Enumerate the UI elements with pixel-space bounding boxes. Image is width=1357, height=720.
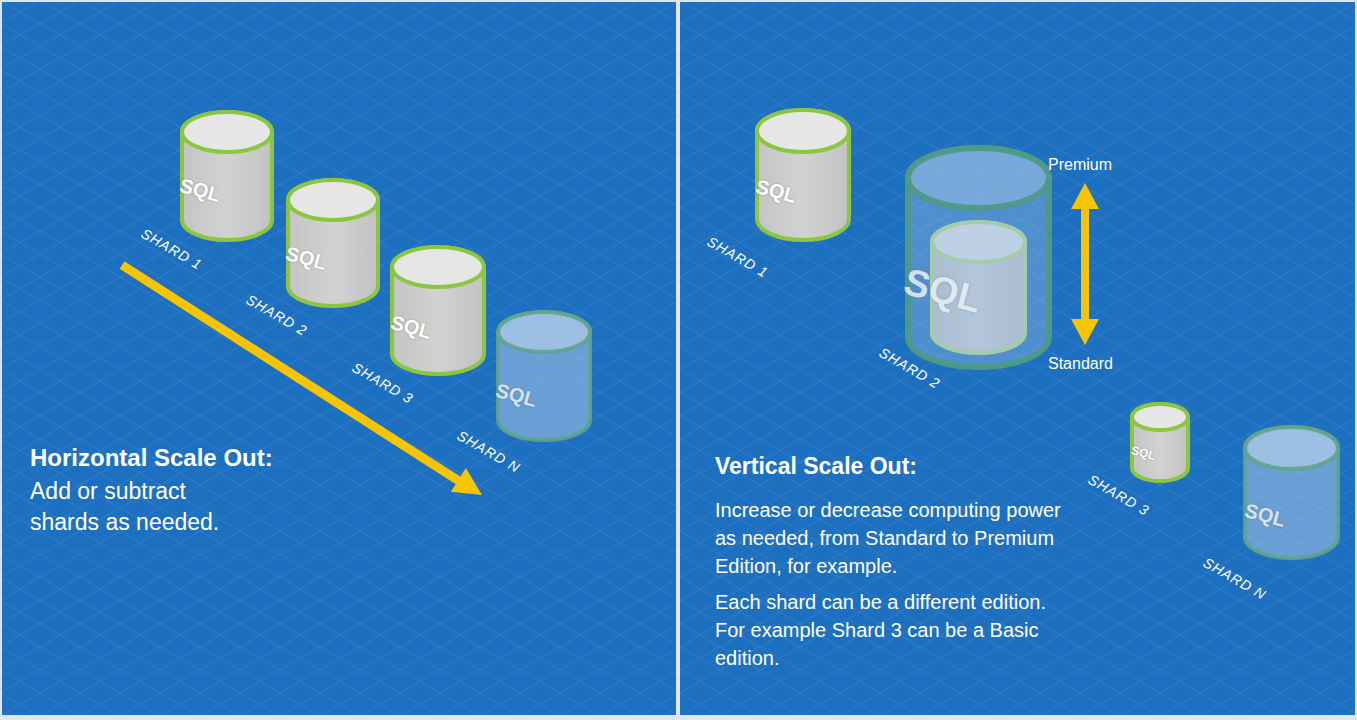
tier-label: Premium (1048, 155, 1112, 175)
cylinder-top (182, 112, 272, 152)
database-cylinder: SQLSHARD N (496, 310, 592, 442)
cylinder-top (288, 180, 378, 220)
database-cylinder: SQLSHARD 3 (390, 245, 486, 376)
cylinder-body (498, 312, 590, 440)
tier-arrow (1071, 183, 1099, 345)
panel-description: Add or subtract shards as needed. (30, 476, 235, 538)
cylinder-outline (755, 108, 851, 242)
cylinder-outline (1243, 425, 1340, 560)
grid (680, 2, 1355, 715)
database-cylinder: SQLSHARD 2 (286, 178, 380, 308)
database-cylinder: SQLSHARD 3 (1130, 402, 1190, 483)
cylinder-top (908, 148, 1049, 208)
panel-description: Increase or decrease computing power as … (715, 496, 1065, 580)
tier-label: Standard (1048, 354, 1113, 374)
cylinder-outline (905, 145, 1052, 370)
cylinder (1132, 404, 1188, 481)
cylinder-top (1132, 404, 1188, 430)
cylinder-outline (286, 178, 380, 308)
cylinder-outline (496, 310, 592, 442)
cylinder-outline (180, 110, 274, 242)
cylinder-top (392, 247, 484, 287)
cylinder-outline (1130, 402, 1190, 483)
database-cylinder: SQLSHARD 2 (905, 145, 1052, 370)
cylinder (908, 148, 1049, 367)
shard-label: SHARD N (1201, 555, 1269, 602)
database-cylinder: SQLSHARD 1 (180, 110, 274, 242)
cylinder-outline (390, 245, 486, 376)
cylinder-top (757, 110, 849, 152)
cylinder (1245, 427, 1338, 558)
cylinder-top (498, 312, 590, 352)
cylinder (288, 180, 378, 306)
panel-heading: Vertical Scale Out: (715, 452, 917, 480)
cylinder (498, 312, 590, 440)
cylinder-body (288, 180, 378, 306)
database-cylinder: SQLSHARD 1 (755, 108, 851, 242)
cylinder-body (1132, 404, 1188, 481)
cylinder (182, 112, 272, 240)
cylinder (757, 110, 849, 240)
cylinder-top (1245, 427, 1338, 469)
cylinder-body (1245, 427, 1338, 558)
cylinder-body (392, 247, 484, 374)
panel-heading: Horizontal Scale Out: (30, 443, 273, 473)
cylinder-body (182, 112, 272, 240)
database-cylinder: SQLSHARD N (1243, 425, 1340, 560)
shard-label: SHARD 1 (705, 234, 771, 280)
panel-description: Each shard can be a different edition. F… (715, 588, 1065, 672)
grid (2, 2, 676, 715)
cylinder-body (757, 110, 849, 240)
left-panel (2, 2, 676, 715)
right-panel (680, 2, 1355, 715)
cylinder (392, 247, 484, 374)
cylinder-body (908, 148, 1049, 367)
